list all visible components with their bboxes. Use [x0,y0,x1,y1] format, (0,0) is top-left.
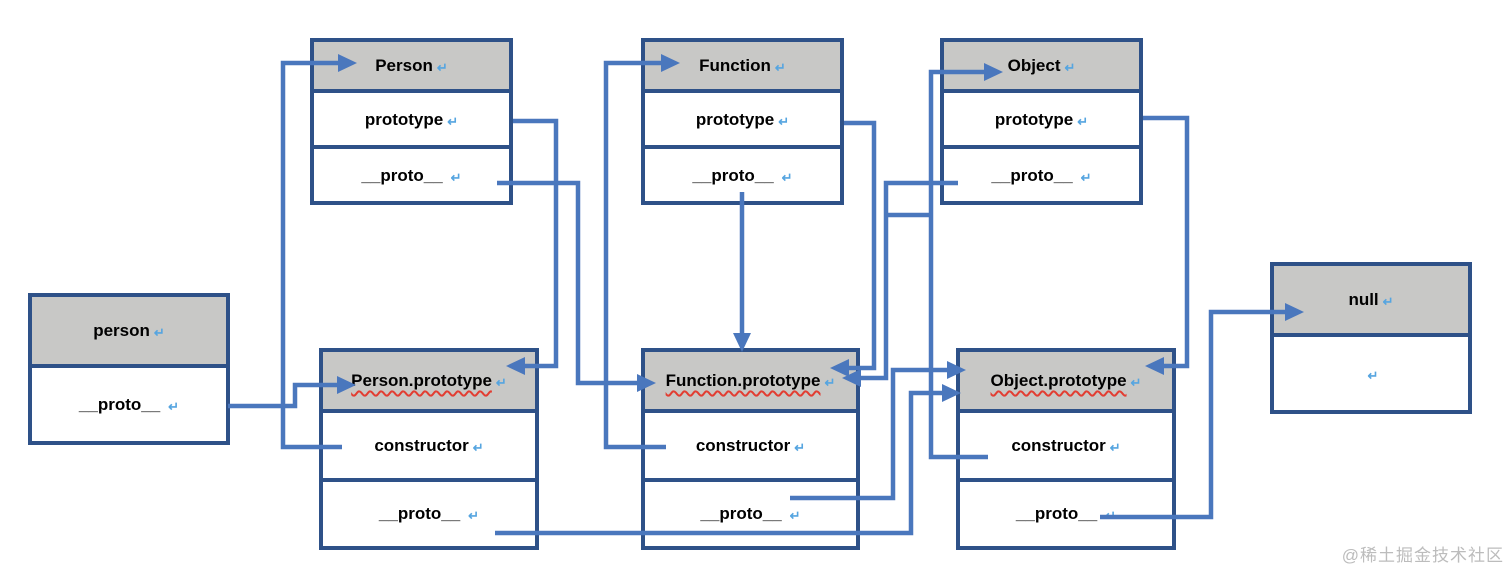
return-mark-icon: ↵ [168,399,180,414]
field-label: __proto__ [700,504,782,524]
return-mark-icon: ↵ [1109,439,1121,455]
return-mark-icon: ↵ [1080,169,1092,185]
return-mark-icon: ↵ [1130,375,1142,390]
field-label: prototype [695,109,775,129]
return-mark-icon: ↵ [1367,368,1379,383]
return-mark-icon: ↵ [447,113,459,129]
box-person: Person↵prototype↵__proto__↵ [310,38,513,205]
field-label: __proto__ [692,165,774,185]
return-mark-icon: ↵ [824,375,836,390]
field-label: constructor [374,435,469,455]
box-null: null↵↵ [1270,262,1472,414]
return-mark-icon: ↵ [450,169,462,185]
box-title-person: Person↵ [314,42,509,93]
field-label: __proto__ [991,165,1073,185]
field-protoprotoproto-of-person: __proto__ ↵ [314,149,509,201]
box-title-text: Object.prototype [990,371,1127,390]
box-title-text: Function [699,56,771,75]
box-title-text: Person.prototype [351,371,492,390]
return-mark-icon: ↵ [1382,294,1394,309]
box-title-text: Object [1007,56,1061,75]
box-title-text: null [1348,290,1379,309]
return-mark-icon: ↵ [495,375,507,390]
box-title-function-prototype: Function.prototype↵ [645,352,856,413]
field-protoprotoproto-of-function: __proto__ ↵ [645,149,840,201]
box-title-text: Person [375,56,433,75]
box-function-prototype: Function.prototype↵constructor↵__proto__… [641,348,860,550]
return-mark-icon: ↵ [778,113,790,129]
field-label: __proto__ [378,504,461,524]
box-title-text: Function.prototype [665,371,821,390]
field-constructor-of-function-prototype: constructor↵ [645,413,856,482]
return-mark-icon: ↵ [794,439,806,455]
return-mark-icon: ↵ [472,439,484,455]
box-object: Object↵prototype↵__proto__↵ [940,38,1143,205]
field-prototype-of-object: prototype↵ [944,93,1139,149]
return-mark-icon: ↵ [789,508,801,524]
arrow-function-protoprotoproto-to-function-prototype [733,192,751,352]
return-mark-icon: ↵ [436,60,448,75]
field-label: __proto__ [1015,504,1098,524]
return-mark-icon: ↵ [1077,113,1089,129]
box-title-person-prototype: Person.prototype↵ [323,352,535,413]
field-label: constructor [695,435,791,455]
field-label: prototype [994,109,1074,129]
field-label: __proto__ [361,165,443,185]
field-label: prototype [364,109,444,129]
return-mark-icon: ↵ [1064,60,1076,75]
field-prototype-of-function: prototype↵ [645,93,840,149]
field-label: __proto__ [78,395,161,414]
box-function: Function↵prototype↵__proto__↵ [641,38,844,205]
return-mark-icon: ↵ [153,325,165,340]
box-title-person: person↵ [32,297,226,368]
box-title-null: null↵ [1274,266,1468,337]
field-prototype-of-person: prototype↵ [314,93,509,149]
field-protoprotoproto-of-function-prototype: __proto__ ↵ [645,482,856,547]
box-title-object-prototype: Object.prototype↵ [960,352,1172,413]
box-person-prototype: Person.prototype↵constructor↵__proto__↵ [319,348,539,550]
field-empty-of-null: ↵ [1274,337,1468,410]
arrow-object-prototype-to-object-prototype [1143,115,1190,375]
box-title-object: Object↵ [944,42,1139,93]
field-label: constructor [1011,435,1106,455]
box-person: person↵__proto__↵ [28,293,230,445]
field-protoprotoproto-of-person-prototype: __proto__ ↵ [323,482,535,547]
field-protoprotoproto-of-person: __proto__ ↵ [32,368,226,441]
field-constructor-of-object-prototype: constructor↵ [960,413,1172,482]
box-title-text: person [93,321,150,340]
field-protoprotoproto-of-object: __proto__ ↵ [944,149,1139,201]
watermark: @稀土掘金技术社区 [1341,546,1504,565]
return-mark-icon: ↵ [774,60,786,75]
field-protoprotoproto-of-object-prototype: __proto__ ↵ [960,482,1172,547]
arrow-person-prototype-to-person-prototype [506,118,559,375]
return-mark-icon: ↵ [1105,508,1117,524]
return-mark-icon: ↵ [781,169,793,185]
return-mark-icon: ↵ [468,508,480,524]
field-constructor-of-person-prototype: constructor↵ [323,413,535,482]
box-title-function: Function↵ [645,42,840,93]
box-object-prototype: Object.prototype↵constructor↵__proto__↵ [956,348,1176,550]
